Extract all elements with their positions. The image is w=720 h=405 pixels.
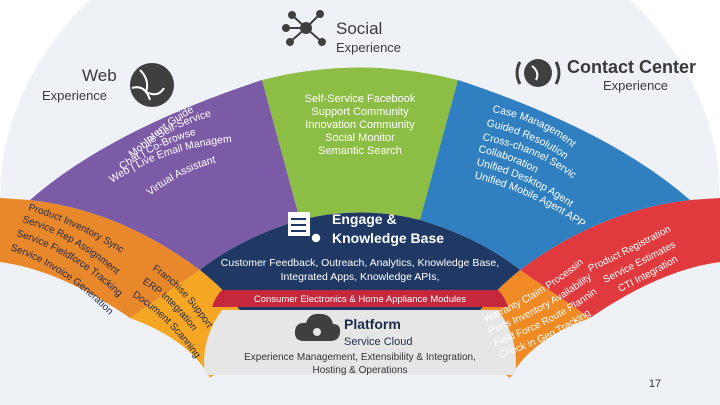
knowledge-base-icon [288, 212, 322, 244]
social-item-4: Social Monitor [325, 132, 395, 144]
modules-band [212, 290, 508, 307]
contact-center-globe-icon [515, 59, 561, 87]
social-items: Self-Service Facebook Support Community … [286, 93, 434, 158]
segment-right-lower [520, 198, 720, 318]
platform-title: Platform [344, 316, 401, 332]
platform-desc-1: Experience Management, Extensibility & I… [244, 352, 476, 363]
modules-band-label: Consumer Electronics & Home Appliance Mo… [254, 294, 467, 305]
cloud-icon [294, 313, 341, 341]
social-title: Social [336, 19, 383, 38]
engage-desc-1: Customer Feedback, Outreach, Analytics, … [221, 257, 499, 269]
page-number: 17 [648, 378, 662, 390]
engage-title-2: Knowledge Base [332, 230, 444, 246]
social-item-3: Innovation Community [305, 119, 415, 131]
contact-center-subtitle: Experience [603, 78, 669, 93]
platform-desc-2: Hosting & Operations [312, 365, 407, 376]
social-subtitle: Experience [336, 40, 402, 55]
platform-dome [204, 310, 516, 375]
web-title: Web [82, 66, 117, 85]
web-subtitle: Experience [42, 88, 108, 103]
segment-left-lower [0, 198, 200, 318]
contact-center-title: Contact Center [567, 57, 697, 77]
social-network-icon [282, 10, 326, 46]
web-globe-icon [130, 63, 174, 107]
social-item-5: Semantic Search [318, 145, 402, 157]
platform-subtitle: Service Cloud [344, 336, 412, 348]
engage-title-1: Engage & [332, 211, 397, 227]
social-item-1: Self-Service Facebook [304, 93, 416, 105]
social-item-2: Support Community [311, 106, 409, 118]
segment-contact [420, 80, 690, 270]
engage-desc-2: Integrated Apps, Knowledge APIs, [281, 271, 440, 283]
segment-social [262, 67, 458, 220]
segment-web [30, 80, 300, 270]
